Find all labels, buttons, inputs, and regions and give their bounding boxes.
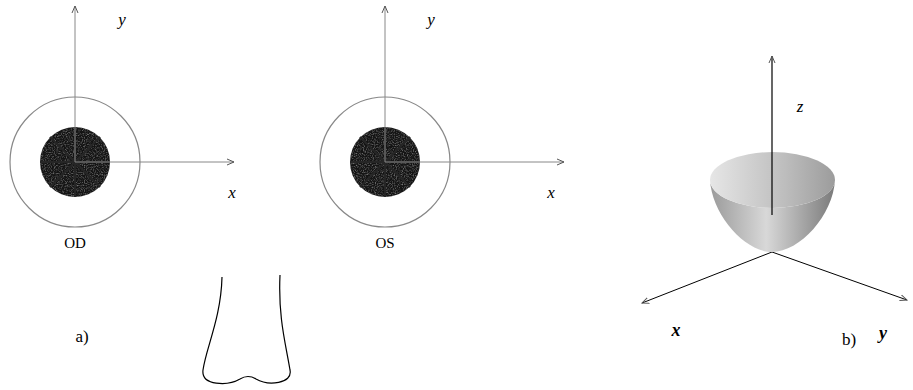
panel-label: a) [75, 328, 88, 345]
axis-label: x [228, 184, 236, 201]
nose-outline [203, 275, 290, 383]
axis-label: x [547, 184, 555, 201]
paraboloid [642, 56, 907, 303]
left-eye [320, 6, 564, 227]
axis-label: y [118, 11, 126, 28]
right-eye [10, 6, 234, 227]
axis-label: y [879, 324, 887, 342]
axis-label: y [427, 11, 435, 28]
axis-label: x [672, 321, 681, 339]
eye-label: OS [375, 236, 394, 251]
axis-label: z [797, 98, 804, 115]
eye-label: OD [64, 236, 86, 251]
panel-label: b) [842, 331, 856, 348]
